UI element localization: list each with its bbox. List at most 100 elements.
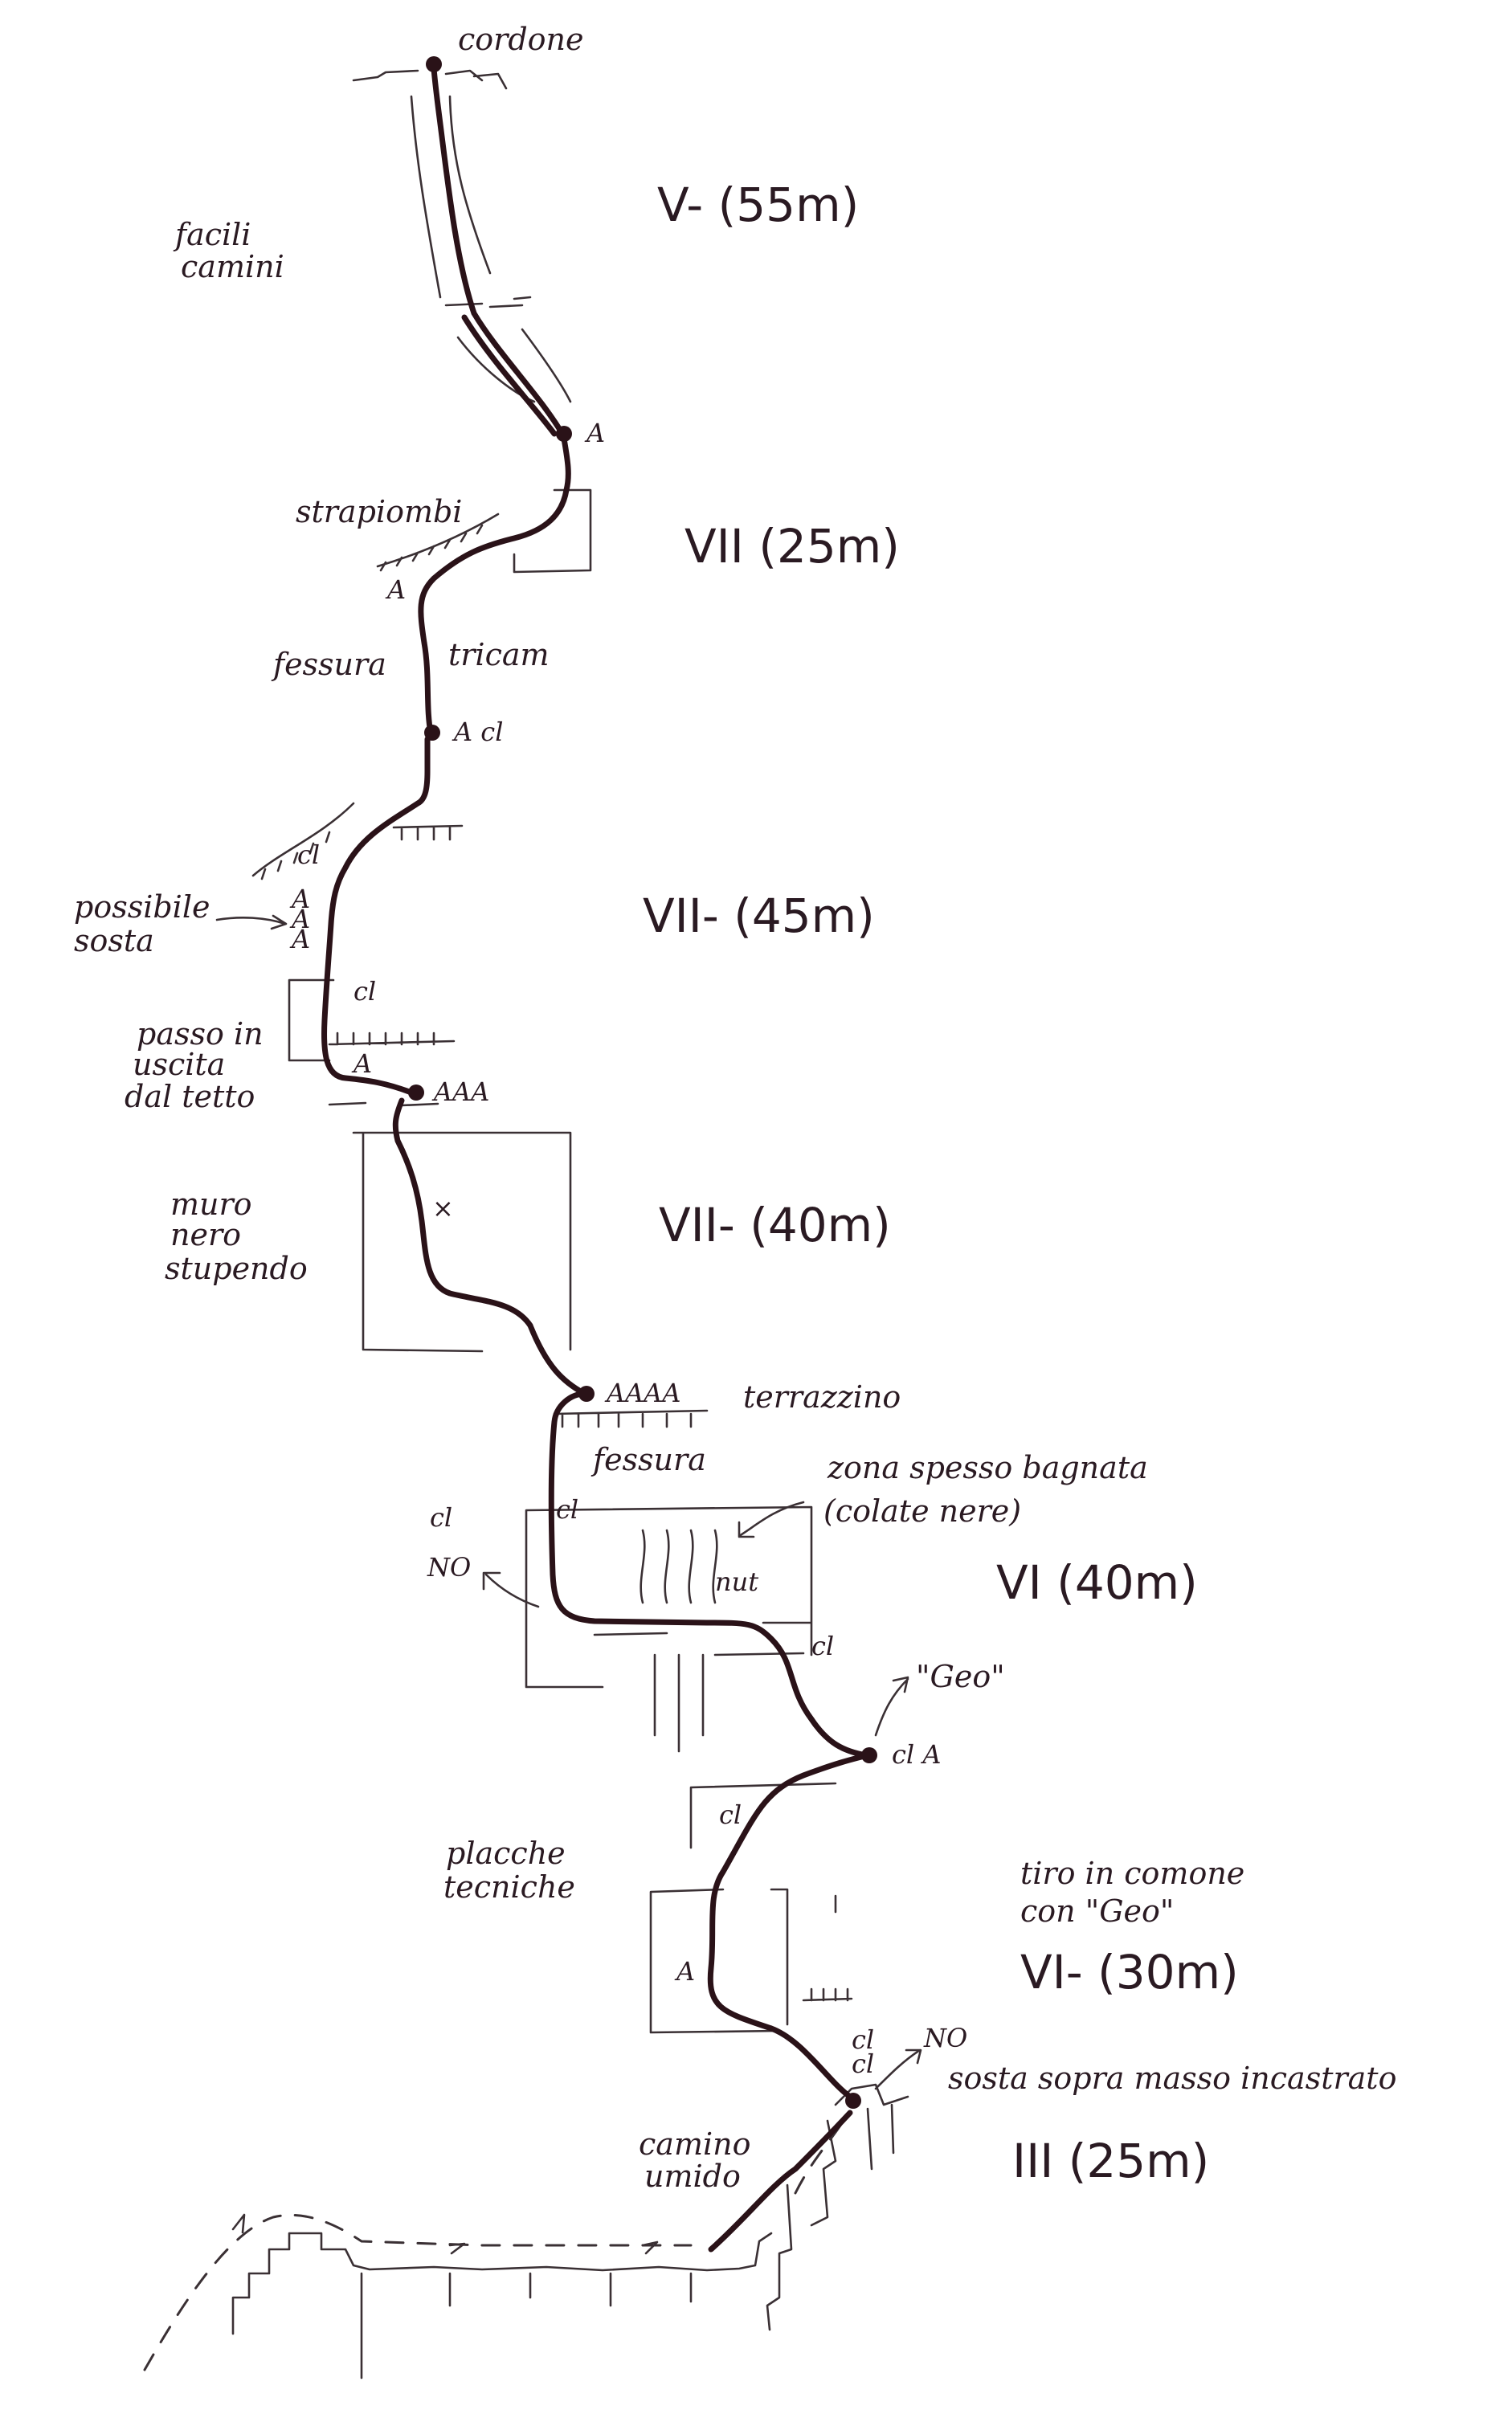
lower-chimney-left: [766, 2183, 793, 2331]
pitch-1-line-a: [431, 65, 566, 437]
grade-pitch-5: VI (40m): [996, 1555, 1198, 1610]
wet-zone-arrow: [738, 1501, 805, 1538]
wet-zone-box: [525, 1505, 813, 1689]
pitch-7-line: [708, 2110, 853, 2253]
pitch-1-line-b: [461, 314, 558, 437]
pitch-6-line: [707, 1752, 871, 2100]
base-crest: [231, 2232, 773, 2335]
label-sosta-masso: sosta sopra masso incastrato: [948, 2061, 1396, 2096]
belay-marks: A A cl AAA AAAA cl A: [431, 418, 941, 1770]
mark-cl-2: cl: [353, 976, 376, 1007]
approach-arrow-1: [231, 2213, 246, 2234]
belay-1: [556, 426, 572, 442]
mark-cl-6: cl: [719, 1799, 742, 1830]
label-umido: umido: [644, 2159, 741, 2194]
mark-cl-4: cl: [556, 1494, 578, 1525]
label-fessura-1: fessura: [271, 647, 386, 682]
chimney-wall-right-2: [521, 328, 572, 403]
label-uscita: uscita: [133, 1047, 225, 1082]
mark-belay-4: AAAA: [604, 1378, 680, 1408]
label-fessura-2: fessura: [590, 1442, 706, 1477]
label-con-geo: con "Geo": [1020, 1893, 1174, 1929]
grade-pitch-4: VII- (40m): [659, 1198, 891, 1252]
label-facili: facili: [173, 217, 251, 252]
label-dal-tetto: dal tetto: [125, 1079, 255, 1114]
mark-a-tetto: A: [351, 1048, 372, 1079]
pitch-2-line: [418, 435, 571, 736]
label-stupendo: stupendo: [165, 1251, 308, 1286]
wet-streaks: [640, 1529, 718, 1753]
gear-marks: A cl A A A cl A × cl cl NO nut cl cl A c…: [289, 574, 967, 2079]
mark-a-placca: A: [674, 1956, 695, 1987]
label-muro: muro: [170, 1187, 252, 1222]
terrazzino-ledge: [553, 1409, 709, 1428]
belay-2: [424, 725, 440, 741]
no-arrow-2: [874, 2048, 922, 2090]
overhang-strapiombi: [376, 513, 500, 572]
pitch-3-line: [321, 736, 431, 1096]
pitch-4-line: [392, 1097, 588, 1397]
tetto-roof: [328, 1031, 456, 1046]
approach-dash-up: [794, 2119, 845, 2195]
chimney-wall-right: [448, 95, 492, 275]
mark-a-stack-2: A: [289, 904, 310, 934]
mark-cl-8: cl: [852, 2048, 874, 2079]
pitch2-bracket: [513, 488, 592, 574]
wet-zone-ledge: [593, 1632, 805, 1656]
grades: V- (55m) VII (25m) VII- (45m) VII- (40m)…: [643, 178, 1239, 2188]
chimney-wall-left: [410, 95, 442, 299]
label-placche: placche: [446, 1836, 566, 1871]
chimney-ledge: [444, 296, 532, 308]
mark-cl-1: cl: [297, 839, 320, 870]
approach-dash: [143, 2213, 693, 2371]
lower-chimney-right: [810, 2119, 837, 2227]
belay-top: [426, 56, 442, 72]
mark-a-strapiombi: A: [385, 574, 406, 605]
mark-belay-3: AAA: [431, 1076, 489, 1107]
label-strapiombi: strapiombi: [296, 494, 462, 529]
placche-overhang: [802, 1987, 853, 2002]
label-passo-in: passo in: [137, 1016, 264, 1052]
ledge-aaa: [328, 1101, 439, 1107]
mark-nut: nut: [715, 1566, 758, 1597]
route-line: [321, 65, 871, 2253]
label-possibile: possibile: [74, 889, 210, 925]
black-wall-box: [352, 1131, 572, 1353]
label-colate-nere: (colate nere): [823, 1493, 1021, 1529]
roof-upper-left: [251, 802, 355, 880]
mark-x-muro: ×: [432, 1193, 454, 1223]
no-arrow-1: [482, 1571, 540, 1608]
label-camino: camino: [639, 2126, 750, 2162]
grade-pitch-1: V- (55m): [657, 178, 859, 232]
label-camini: camini: [181, 249, 284, 284]
belay-6: [845, 2093, 861, 2109]
possibile-sosta-arrow: [215, 914, 288, 930]
ledge-upper: [392, 824, 464, 841]
label-tecniche: tecniche: [443, 1869, 575, 1905]
mark-belay-5: cl A: [892, 1739, 941, 1770]
belay-4: [578, 1386, 595, 1402]
pitch-5-line: [548, 1391, 869, 1758]
belays: [408, 56, 877, 2109]
belay-5: [861, 1747, 877, 1763]
labels: cordone facili camini strapiombi fessura…: [74, 22, 1396, 2194]
grade-pitch-2: VII (25m): [684, 519, 900, 574]
geo-arrow: [874, 1676, 909, 1737]
pitch3-bracket: [288, 978, 335, 1062]
grade-pitch-6: VI- (30m): [1020, 1945, 1239, 1999]
arrows: [215, 914, 922, 2090]
approach-arrow-2: [448, 2242, 466, 2255]
mark-belay-2: A cl: [452, 717, 503, 747]
mark-no-2: NO: [923, 2023, 967, 2053]
rock-features: [231, 69, 909, 2379]
label-cordone: cordone: [458, 22, 584, 57]
mark-no-1: NO: [427, 1552, 471, 1583]
label-nero: nero: [170, 1217, 241, 1252]
summit-crest: [352, 69, 508, 90]
mark-belay-1: A: [584, 418, 605, 448]
base-drops: [360, 2272, 693, 2379]
label-tiro-in-comone: tiro in comone: [1020, 1856, 1244, 1891]
mark-cl-3: cl: [430, 1502, 452, 1533]
label-sosta: sosta: [74, 923, 154, 958]
